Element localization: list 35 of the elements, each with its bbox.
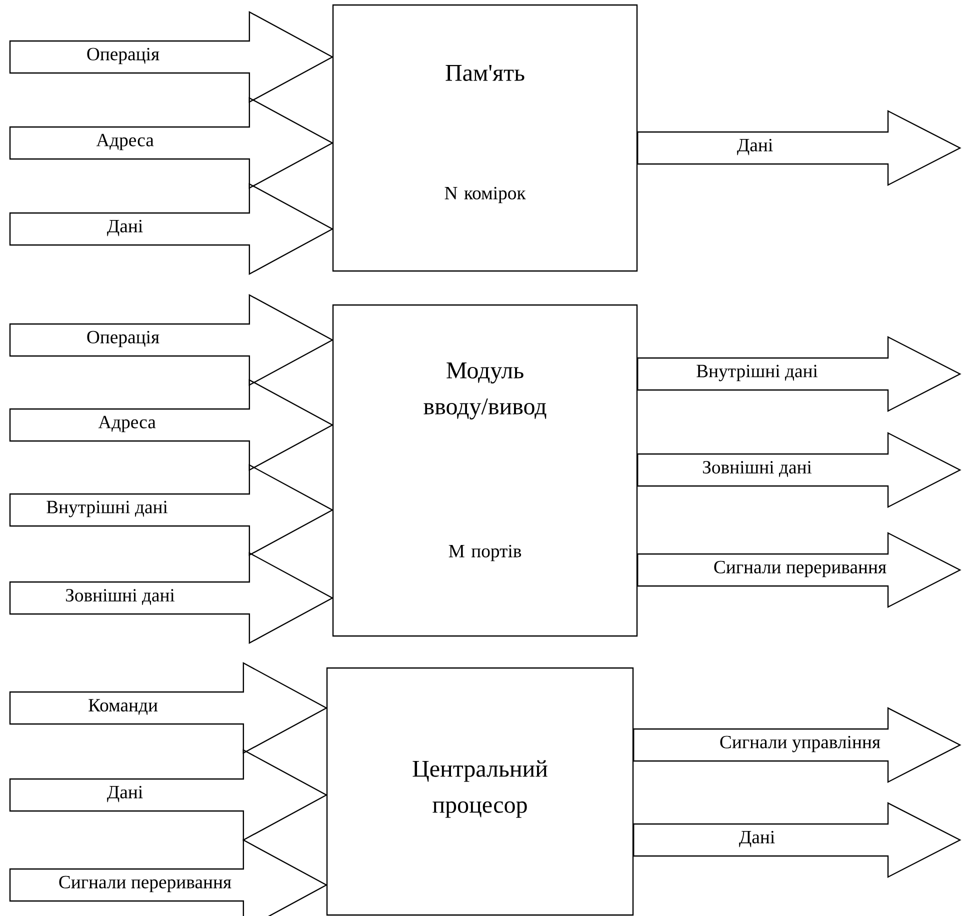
block-box: Центральний процесор (326, 667, 634, 916)
edge-label: Операція (87, 48, 160, 64)
block-arrow (9, 11, 334, 103)
block-arrow (633, 707, 962, 783)
edge-label: Дані (107, 220, 143, 236)
block-arrow (637, 532, 962, 608)
edge-label: Адреса (96, 134, 154, 150)
block-arrow (9, 379, 334, 472)
block-arrow (633, 802, 962, 878)
edge-label: Зовнішні дані (66, 589, 175, 605)
block-box: Модуль вводу/вивод M портів (332, 304, 638, 637)
edge-label: Дані (737, 138, 773, 156)
edge-label: Внутрішні дані (696, 364, 818, 382)
block-arrow (9, 552, 334, 644)
edge-label: Сигнали переривання (59, 876, 232, 892)
block-arrow (9, 183, 334, 275)
block-arrow (637, 336, 962, 412)
block-arrow (9, 464, 334, 556)
block-arrow (9, 294, 334, 386)
block-arrow (9, 662, 328, 754)
block-arrow (9, 96, 334, 189)
edge-label: Сигнали управління (720, 736, 880, 752)
edge-label: Зовнішні дані (702, 461, 812, 477)
edge-label: Команди (88, 699, 158, 715)
edge-label: Сигнали переривання (714, 560, 886, 578)
block-arrow (637, 432, 962, 508)
block-arrow (9, 749, 328, 842)
edge-label: Внутрішні дані (46, 500, 168, 518)
edge-label: Дані (739, 830, 775, 848)
edge-label: Операція (87, 330, 160, 348)
edge-label: Дані (107, 786, 143, 802)
block-arrow (9, 839, 328, 916)
edge-label: Адреса (98, 416, 156, 432)
block-box: Пам'ять N комірок (332, 4, 638, 272)
block-arrow (637, 110, 962, 186)
